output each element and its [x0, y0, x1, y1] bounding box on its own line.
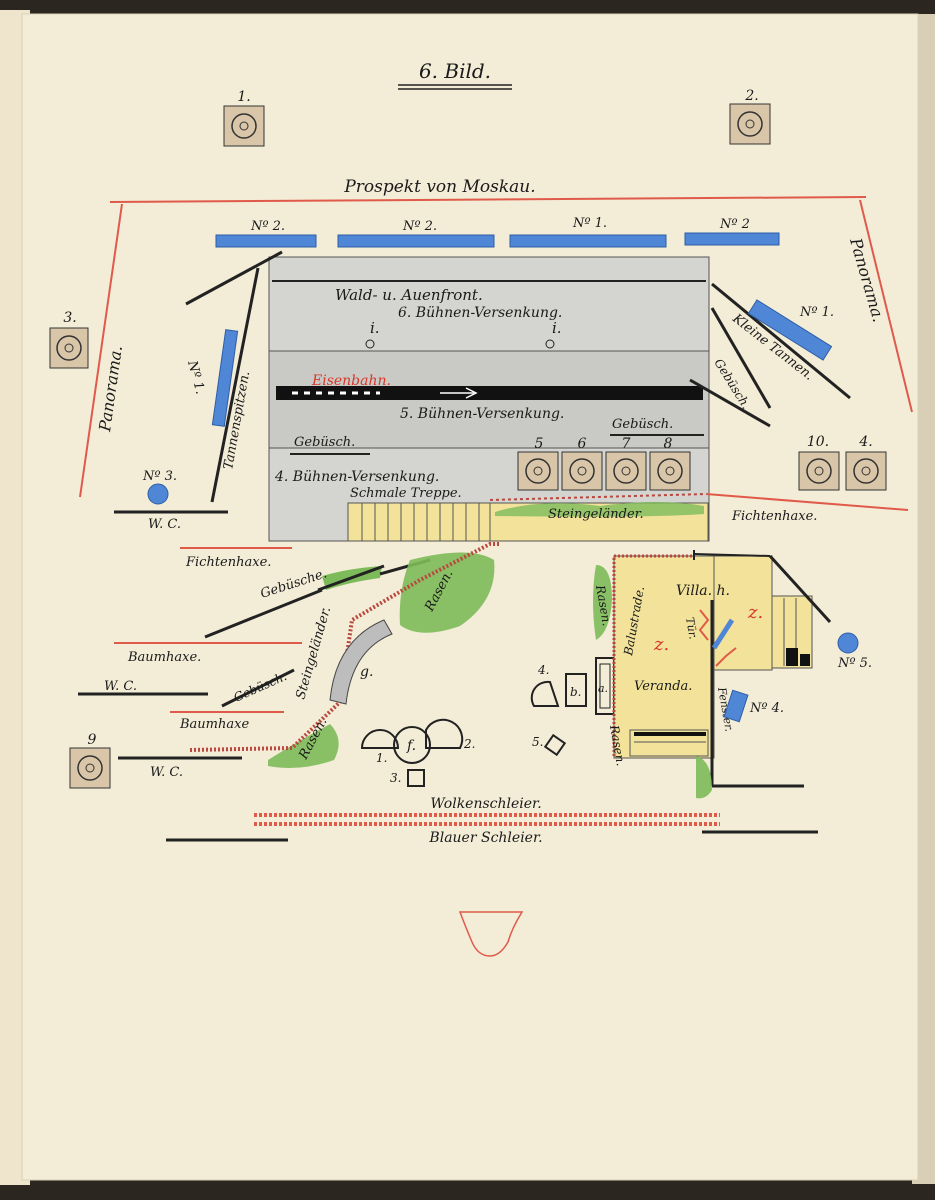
- steingelaender-stage-label: Steingeländer.: [548, 507, 644, 522]
- wing-no1-center-label: Nº 1.: [572, 216, 607, 231]
- wc3-label: W. C.: [150, 765, 183, 780]
- wc2-label: W. C.: [104, 679, 137, 694]
- prop-no4: [723, 689, 749, 723]
- gebusche-line-c: [204, 588, 323, 639]
- rasen-villa-left: [593, 565, 612, 640]
- prop-no3-label: Nº 3.: [142, 469, 177, 484]
- wing-no2-center-label: Nº 2.: [402, 219, 437, 234]
- gebusch-stage-left-label: Gebüsch.: [294, 435, 355, 450]
- light-3-label: 3.: [63, 310, 76, 326]
- left-angled-flat: [185, 250, 283, 306]
- gebusche-line-a: [317, 564, 385, 592]
- light-4-label: 4.: [858, 434, 872, 450]
- wing-no2-center: [337, 234, 495, 248]
- gebusch-stage-right-label: Gebüsch.: [612, 417, 673, 432]
- wing-no2-left: [215, 234, 317, 248]
- tuer-label: Tür.: [683, 616, 700, 640]
- rasen-villa-right: [696, 756, 712, 799]
- prop-no4-label: Nº 4.: [749, 701, 784, 716]
- light-3: 3.: [49, 310, 89, 369]
- wald-label: Wald- u. Auenfront.: [335, 286, 483, 304]
- versenkung-4-label: 4. Bühnen-Versenkung.: [274, 469, 439, 485]
- fichtenhaxe-right-label: Fichtenhaxe.: [731, 509, 817, 524]
- steingelaender-path: [189, 542, 500, 752]
- light-8-label: 8: [664, 436, 673, 452]
- blauer-schleier-label: Blauer Schleier.: [428, 830, 542, 846]
- prompter-box: [458, 911, 524, 957]
- rasen-lawn-lower: [268, 724, 339, 768]
- furniture-a-label: a.: [598, 682, 608, 695]
- wing-no1-right: [747, 299, 833, 361]
- wc1-label: W. C.: [148, 517, 181, 532]
- prop-no5-label: Nº 5.: [837, 656, 872, 671]
- marker-i2-label: i.: [552, 319, 562, 337]
- light-9-label: 9: [88, 732, 97, 748]
- furniture-b-label: b.: [570, 685, 582, 699]
- prospekt-line: [109, 196, 867, 203]
- baumhaxe2-label: Baumhaxe: [179, 717, 249, 732]
- marker-i2: [545, 339, 555, 349]
- wolkenschleier-label: Wolkenschleier.: [430, 796, 541, 812]
- light-6-label: 6: [578, 436, 587, 452]
- treppe-label: Schmale Treppe.: [350, 486, 462, 501]
- wing-no1-right-label: Nº 1.: [799, 305, 834, 320]
- prospekt-label: Prospekt von Moskau.: [343, 177, 535, 197]
- light-4: 4.: [845, 434, 887, 491]
- marker-i1: [365, 339, 375, 349]
- light-10-label: 10.: [807, 434, 829, 450]
- wing-no2-right-label: Nº 2: [719, 217, 750, 232]
- wing-no2-left-label: Nº 2.: [250, 219, 285, 234]
- bench-g-label: g.: [360, 664, 373, 680]
- kleine-tannen-line: [711, 282, 851, 400]
- prop-no3: [147, 483, 169, 505]
- fichtenhaxe-left-label: Fichtenhaxe.: [185, 555, 271, 570]
- light-7-label: 7: [622, 436, 631, 452]
- chair-1-label: 1.: [376, 751, 387, 765]
- tannenspitzen-line: [210, 267, 260, 503]
- curved-bench-g: [329, 619, 393, 705]
- gebusch-left-line: [221, 668, 295, 708]
- chair-2-label: 2.: [463, 737, 475, 751]
- prop-no5: [837, 632, 859, 654]
- stool-3-label: 3.: [390, 771, 401, 785]
- light-9: 9: [69, 732, 111, 789]
- light-5-label: 5: [535, 436, 544, 452]
- eisenbahn-label: Eisenbahn.: [311, 373, 391, 389]
- wing-no1-center: [509, 234, 667, 248]
- wing-no1-left: [211, 329, 239, 427]
- light-2: 2.: [729, 88, 771, 145]
- baumhaxe1-label: Baumhaxe.: [127, 650, 201, 665]
- table-f-label: f.: [406, 738, 416, 754]
- versenkung-6-label: 6. Bühnen-Versenkung.: [398, 305, 562, 321]
- furniture-5-label: 5.: [532, 735, 543, 749]
- page-title: 6. Bild.: [419, 59, 491, 83]
- villa: [612, 550, 832, 834]
- light-2-label: 2.: [744, 88, 758, 104]
- panorama-right-line: [859, 199, 913, 413]
- stage-lights-row: [517, 451, 691, 491]
- versenkung-5-label: 5. Bühnen-Versenkung.: [400, 406, 564, 422]
- gebusch-right-line: [710, 307, 772, 409]
- marker-i1-label: i.: [370, 319, 380, 337]
- light-10: 10.: [798, 434, 840, 491]
- light-1: 1.: [223, 89, 265, 147]
- villa-z2-label: z.: [653, 634, 669, 655]
- table-group: [360, 718, 464, 787]
- fichtenhaxe-right-line: [705, 493, 909, 511]
- wing-no2-right: [684, 232, 780, 246]
- villa-label: Villa. h.: [676, 583, 730, 599]
- panorama-left-line: [79, 203, 123, 498]
- furniture-4-label: 4.: [537, 663, 549, 677]
- villa-z1-label: z.: [747, 602, 763, 623]
- rasen-lawn-upper: [399, 552, 495, 633]
- gebusch-right-line-2: [689, 378, 771, 428]
- light-1-label: 1.: [237, 89, 250, 105]
- veranda-label: Veranda.: [634, 679, 692, 694]
- railway-track: [276, 386, 703, 400]
